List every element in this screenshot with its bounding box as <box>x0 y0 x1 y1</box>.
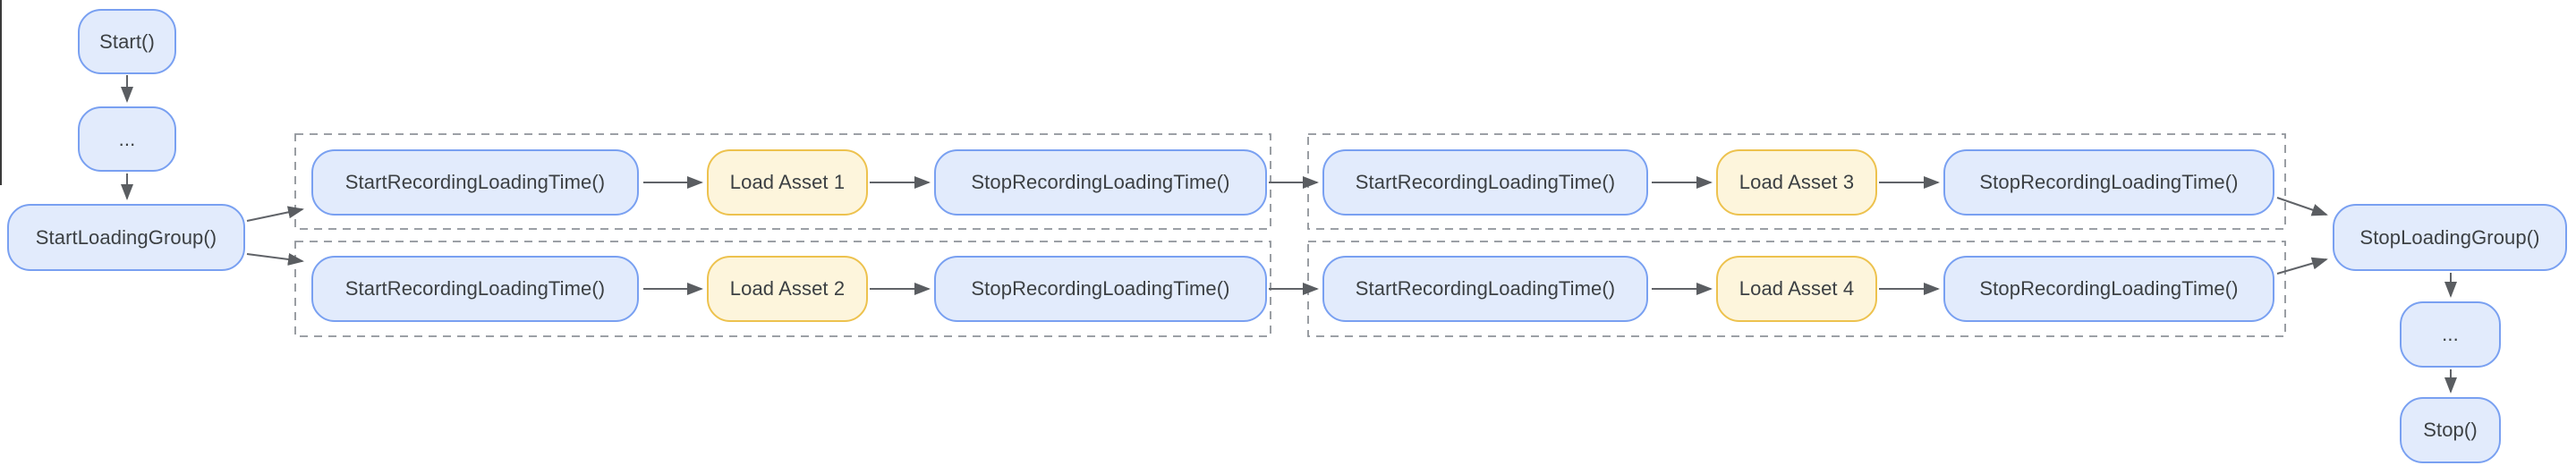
edge-start-loading-group-to-track1 <box>246 206 304 222</box>
node-load-asset-4: Load Asset 4 <box>1716 256 1877 322</box>
node-t2-rec-stop-2: StopRecordingLoadingTime() <box>1943 256 2274 322</box>
node-start-loading-group: StartLoadingGroup() <box>7 204 245 271</box>
node-t2-rec-start-2: StartRecordingLoadingTime() <box>1322 256 1648 322</box>
node-t1-rec-start-2: StartRecordingLoadingTime() <box>1322 149 1648 216</box>
edge-track1-to-stop-loading-group <box>2276 197 2328 216</box>
node-load-asset-1: Load Asset 1 <box>707 149 868 216</box>
node-t2-rec-start-1: StartRecordingLoadingTime() <box>311 256 639 322</box>
node-ellipsis-top: ... <box>78 106 176 172</box>
node-load-asset-2: Load Asset 2 <box>707 256 868 322</box>
node-start: Start() <box>78 9 176 74</box>
node-stop: Stop() <box>2400 397 2501 463</box>
node-t1-rec-start-1: StartRecordingLoadingTime() <box>311 149 639 216</box>
node-t1-rec-stop-2: StopRecordingLoadingTime() <box>1943 149 2274 216</box>
edge-track2-to-stop-loading-group <box>2276 257 2328 275</box>
edge-start-loading-group-to-track2 <box>246 253 304 266</box>
node-stop-loading-group: StopLoadingGroup() <box>2333 204 2567 271</box>
node-ellipsis-bottom: ... <box>2400 301 2501 368</box>
node-t2-rec-stop-1: StopRecordingLoadingTime() <box>934 256 1267 322</box>
node-t1-rec-stop-1: StopRecordingLoadingTime() <box>934 149 1267 216</box>
node-load-asset-3: Load Asset 3 <box>1716 149 1877 216</box>
